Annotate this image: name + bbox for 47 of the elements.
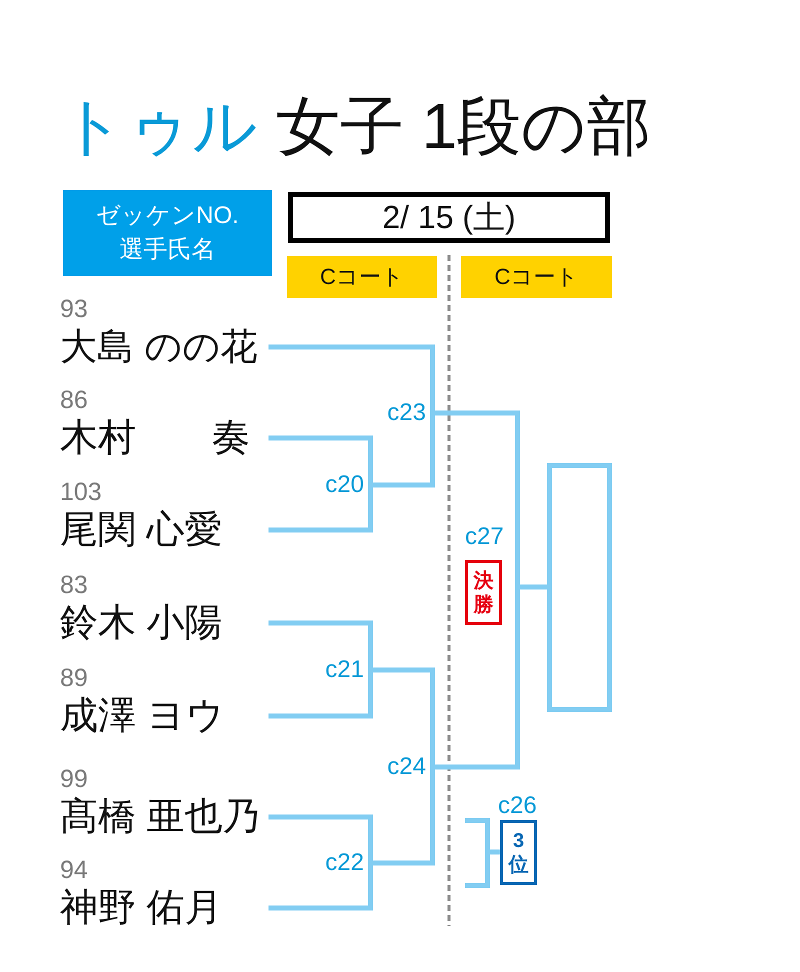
match-number: c21: [325, 655, 364, 685]
bracket-line: [465, 883, 486, 888]
third-place-badge: 3位: [500, 820, 537, 885]
match-number: c26: [498, 793, 537, 819]
bracket-line: [434, 630, 520, 770]
bracket-line: [372, 428, 435, 488]
bib-number: 103: [60, 480, 102, 504]
player-name: 大島 のの花: [60, 327, 258, 367]
player-name: 尾関 心愛: [60, 510, 223, 550]
player-name: 鈴木 小陽: [60, 603, 223, 643]
bracket-line: [268, 814, 373, 848]
player-name: 神野 佑月: [60, 888, 223, 928]
bracket-line: [268, 500, 373, 532]
bib-number: 83: [60, 573, 88, 597]
court-label: Cコート: [287, 256, 437, 298]
match-number: c24: [387, 752, 426, 782]
bib-number: 89: [60, 666, 88, 690]
bracket-line: [268, 436, 373, 470]
bracket-line: [434, 410, 520, 524]
player-name: 成澤 ヨウ: [60, 696, 225, 736]
bracket-junction: [462, 522, 520, 632]
column-heading: ゼッケンNO.: [96, 201, 239, 231]
bracket-line: [372, 668, 435, 752]
bracket-line: [268, 686, 373, 718]
bracket-line: [372, 782, 435, 866]
bracket-line: [518, 584, 548, 590]
header-panel: [63, 190, 272, 276]
bib-number: 99: [60, 767, 88, 791]
match-number: c27: [465, 522, 504, 552]
player-name: 木村 奏: [60, 418, 250, 458]
page-title: トゥル 女子 1段の部: [60, 89, 652, 164]
bib-number: 93: [60, 297, 88, 321]
winner-box: [547, 463, 612, 712]
match-number: c22: [325, 848, 364, 878]
court-label: Cコート: [461, 256, 612, 298]
player-name: 髙橋 亜也乃: [60, 797, 261, 837]
date-header: 2/ 15 (土): [288, 192, 610, 243]
bracket-line: [465, 818, 486, 823]
bracket-line: [268, 878, 373, 910]
bib-number: 94: [60, 858, 88, 882]
column-heading: 選手氏名: [120, 235, 216, 265]
bracket-line: [268, 344, 435, 398]
match-number: c23: [387, 398, 426, 428]
bib-number: 86: [60, 388, 88, 412]
bracket-line: [268, 620, 373, 654]
final-badge: 決勝: [465, 560, 502, 625]
match-number: c20: [325, 470, 364, 500]
